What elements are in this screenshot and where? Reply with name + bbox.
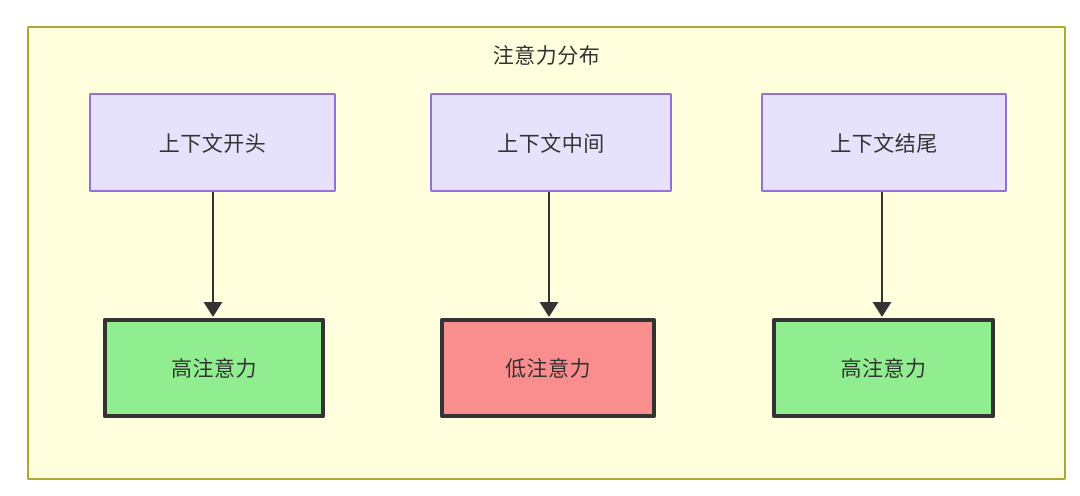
diagram-title: 注意力分布 xyxy=(492,45,601,68)
node-attention-low-middle[interactable]: 低注意力 xyxy=(440,318,656,418)
node-attention-high-start[interactable]: 高注意力 xyxy=(103,318,325,418)
node-context-start[interactable]: 上下文开头 xyxy=(89,93,336,192)
node-context-middle[interactable]: 上下文中间 xyxy=(430,93,672,192)
node-attention-high-end[interactable]: 高注意力 xyxy=(772,318,995,418)
node-context-end[interactable]: 上下文结尾 xyxy=(761,93,1007,192)
